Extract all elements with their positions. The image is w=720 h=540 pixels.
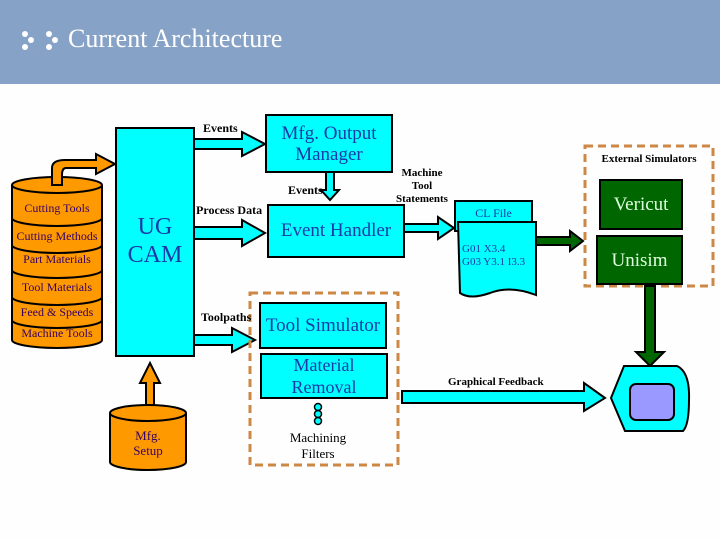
event-handler-label: Event Handler [280, 220, 392, 241]
ug-cam-line1: UG [137, 214, 173, 240]
mts-line3: Statements [396, 193, 448, 205]
filters-line1: Machining [289, 430, 347, 445]
filters-line2: Filters [301, 446, 335, 461]
cl-file-line2: G03 Y3.1 I3.3 [462, 256, 526, 268]
db-layer-part-materials: Part Materials [23, 252, 91, 266]
graphical-feedback-label: Graphical Feedback [448, 376, 544, 388]
page-title: Current Architecture [68, 24, 283, 53]
knowledge-database[interactable] [11, 176, 103, 349]
chain-link-icon [313, 402, 323, 426]
ug-cam-line2: CAM [127, 242, 183, 268]
process-data-label: Process Data [196, 203, 263, 217]
tool-simulator-block [259, 302, 387, 349]
mfg-output-manager-label: Mfg. Output Manager [266, 123, 392, 165]
bullet-dots-icon [22, 31, 58, 50]
db-layer-tool-materials: Tool Materials [21, 280, 93, 294]
events-arrow-top [193, 130, 268, 158]
material-removal-line1: Material [293, 355, 355, 375]
db-layer-machine-tools: Machine Tools [21, 326, 93, 340]
db-to-ugcam-arrow [51, 152, 118, 186]
cl-file-document[interactable] [454, 200, 537, 298]
mfg-output-manager-line2: Manager [295, 144, 363, 165]
material-removal-line2: Removal [291, 377, 357, 397]
db-layer-feed-speeds: Feed & Speeds [20, 305, 94, 319]
db-layer-cutting-methods: Cutting Methods [16, 229, 98, 243]
vericut-label: Vericut [613, 194, 669, 215]
material-removal-block [260, 353, 388, 399]
mfg-setup-line2: Setup [133, 443, 163, 458]
material-removal-label: Material Removal [261, 354, 387, 398]
ug-cam-label: UG CAM [116, 213, 194, 269]
process-data-arrow [193, 218, 268, 248]
events-label-top: Events [203, 121, 238, 135]
db-layer-cutting-tools: Cutting Tools [24, 201, 90, 215]
monitor-icon[interactable] [609, 365, 691, 432]
mfg-setup-label: Mfg. Setup [110, 428, 186, 458]
mts-line1: Machine [401, 167, 443, 179]
mfg-output-manager-line1: Mfg. Output [281, 123, 377, 144]
cl-file-line1: G01 X3.4 [462, 243, 506, 255]
mfg-setup-line1: Mfg. [135, 428, 161, 443]
ug-cam-block [115, 127, 195, 357]
cl-file-title: CL File [475, 206, 512, 220]
vericut-block [599, 179, 683, 230]
tool-simulator-label: Tool Simulator [265, 315, 381, 336]
mts-line2: Tool [411, 180, 433, 192]
toolpaths-label: Toolpaths [201, 310, 252, 324]
cl-file-content: G01 X3.4 G03 Y3.1 I3.3 [462, 243, 525, 269]
mfg-setup-database[interactable] [109, 404, 187, 471]
machine-tool-statements-label: Machine Tool Statements [392, 167, 452, 206]
slide-header: Current Architecture [0, 0, 720, 84]
toolpaths-arrow [193, 326, 258, 354]
events-label-mid: Events [288, 183, 323, 197]
external-simulators-title: External Simulators [601, 153, 697, 165]
tool-simulator-group [248, 291, 400, 467]
unisim-label: Unisim [611, 250, 668, 271]
machining-filters-label: Machining Filters [270, 430, 366, 462]
unisim-block [596, 235, 683, 285]
